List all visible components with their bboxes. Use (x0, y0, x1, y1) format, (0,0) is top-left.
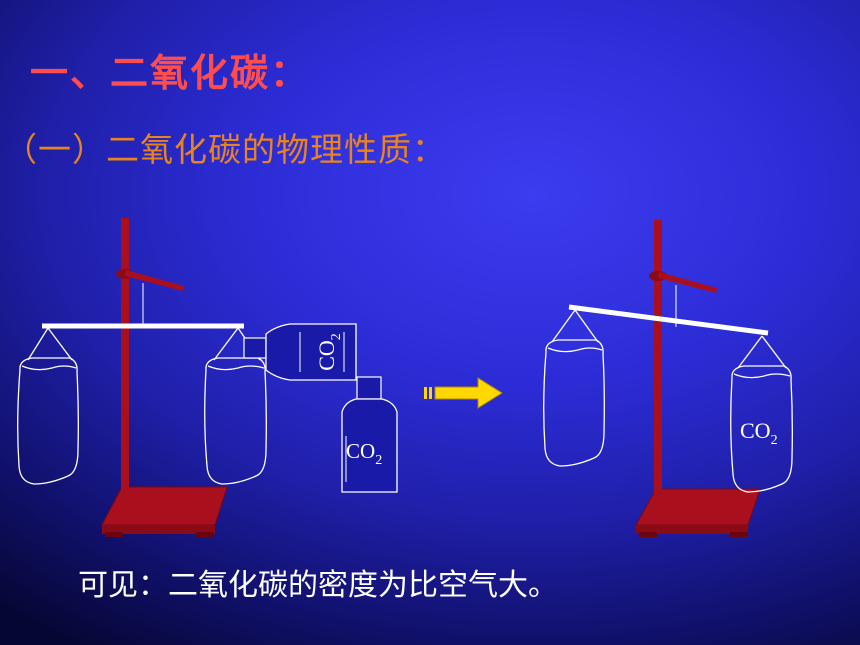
left-clamp (116, 269, 184, 291)
right-bag-co2 (730, 335, 793, 493)
right-clamp (649, 271, 717, 293)
left-bag-1 (17, 327, 79, 485)
right-stand-base (635, 488, 761, 537)
right-balance-beam (568, 304, 769, 336)
left-apparatus (17, 218, 267, 537)
co2-bottle-upright: CO2 (341, 376, 398, 493)
conclusion-text: 可见：二氧化碳的密度为比空气大。 (78, 568, 558, 603)
result-arrow-icon (424, 377, 503, 409)
left-stand-base (101, 486, 228, 537)
right-stand-rod (654, 220, 662, 520)
co2-label-bottle-1: CO2 (314, 333, 344, 371)
slide-subheading: （一）二氧化碳的物理性质： (4, 130, 446, 169)
co2-bottle-pouring: CO2 (243, 323, 357, 381)
co2-label-bag: CO2 (740, 418, 778, 448)
slide-heading: 一、二氧化碳： (30, 51, 311, 95)
right-bag-air (543, 309, 605, 467)
right-apparatus: CO2 (543, 220, 793, 537)
co2-label-bottle-2: CO2 (346, 439, 382, 468)
left-stand-rod (121, 218, 129, 518)
